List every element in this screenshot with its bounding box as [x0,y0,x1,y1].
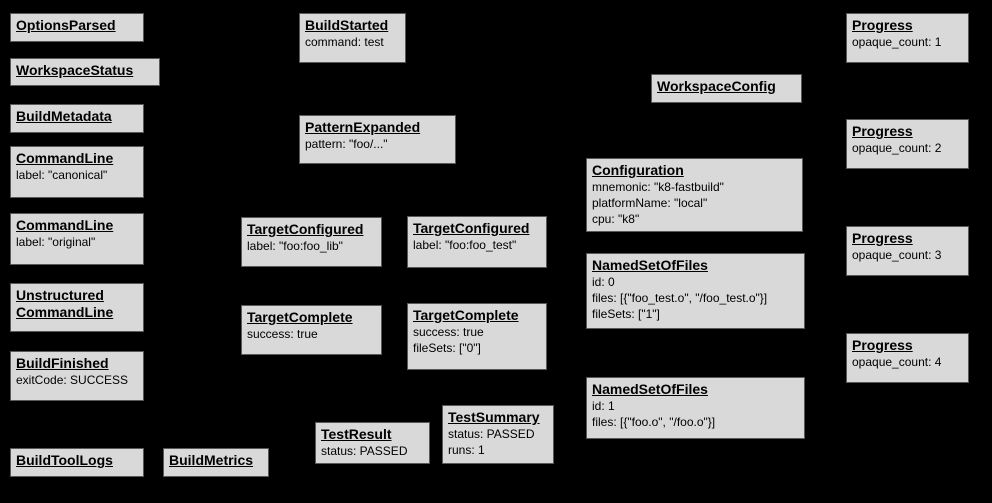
event-title: NamedSetOfFiles [592,257,708,273]
event-field: fileSets: ["0"] [413,341,481,355]
event-box-progress-2: Progress opaque_count: 2 [846,119,969,169]
event-box-target-configured-foo-lib: TargetConfigured label: "foo:foo_lib" [241,217,382,267]
event-title: CommandLine [16,217,114,233]
event-box-command-line-original: CommandLine label: "original" [10,213,144,265]
event-field: opaque_count: 4 [852,355,942,369]
event-title: TargetConfigured [247,221,364,237]
event-title: BuildStarted [305,17,389,33]
event-title: Unstructured CommandLine [16,287,114,320]
event-box-build-finished: BuildFinished exitCode: SUCCESS [10,351,144,401]
event-field: files: [{"foo_test.o", "/foo_test.o"}] [592,291,768,305]
event-box-build-metadata: BuildMetadata [10,104,144,133]
event-box-progress-4: Progress opaque_count: 4 [846,333,969,383]
event-field: status: PASSED [448,427,535,441]
event-title: WorkspaceConfig [657,78,776,94]
event-title: BuildMetadata [16,108,112,124]
event-field: command: test [305,35,384,49]
event-title: TestSummary [448,409,540,425]
event-field: mnemonic: "k8-fastbuild" [592,180,724,194]
event-box-workspace-status: WorkspaceStatus [10,58,160,86]
event-box-command-line-canonical: CommandLine label: "canonical" [10,146,144,198]
event-title: Progress [852,123,913,139]
event-box-progress-1: Progress opaque_count: 1 [846,13,969,63]
event-field: opaque_count: 1 [852,35,942,49]
event-field: label: "original" [16,235,96,249]
event-field: status: PASSED [321,444,408,458]
event-title: Progress [852,230,913,246]
event-box-options-parsed: OptionsParsed [10,13,144,42]
event-field: pattern: "foo/..." [305,137,388,151]
event-box-pattern-expanded: PatternExpanded pattern: "foo/..." [299,115,456,164]
event-field: id: 1 [592,399,615,413]
event-title: BuildToolLogs [16,452,113,468]
event-field: id: 0 [592,275,615,289]
event-field: opaque_count: 3 [852,248,942,262]
event-title: WorkspaceStatus [16,62,134,78]
event-box-build-started: BuildStarted command: test [299,13,406,63]
event-title: TestResult [321,426,392,442]
event-field: files: [{"foo.o", "/foo.o"}] [592,415,716,429]
event-field: cpu: "k8" [592,212,640,226]
event-box-named-set-of-files-1: NamedSetOfFiles id: 1 files: [{"foo.o", … [586,377,805,439]
event-box-target-complete-foo-test: TargetComplete success: true fileSets: [… [407,303,547,370]
event-title: OptionsParsed [16,17,116,33]
event-field: success: true [413,325,484,339]
event-box-progress-3: Progress opaque_count: 3 [846,226,969,276]
event-field: label: "foo:foo_lib" [247,239,343,253]
event-title: TargetConfigured [413,220,530,236]
event-title: BuildFinished [16,355,109,371]
event-title: TargetComplete [247,309,353,325]
event-box-build-tool-logs: BuildToolLogs [10,448,144,477]
event-box-target-configured-foo-test: TargetConfigured label: "foo:foo_test" [407,216,547,268]
event-title: Configuration [592,162,684,178]
event-box-named-set-of-files-0: NamedSetOfFiles id: 0 files: [{"foo_test… [586,253,805,329]
event-field: runs: 1 [448,443,485,457]
event-title: Progress [852,337,913,353]
event-field: platformName: "local" [592,196,708,210]
event-title: TargetComplete [413,307,519,323]
event-box-configuration: Configuration mnemonic: "k8-fastbuild" p… [586,158,803,232]
event-field: label: "foo:foo_test" [413,238,517,252]
event-field: label: "canonical" [16,168,108,182]
event-box-test-result: TestResult status: PASSED [315,422,430,464]
event-field: fileSets: ["1"] [592,307,660,321]
event-title: BuildMetrics [169,452,254,468]
event-title: NamedSetOfFiles [592,381,708,397]
event-field: opaque_count: 2 [852,141,942,155]
event-box-test-summary: TestSummary status: PASSED runs: 1 [442,405,554,464]
event-title: Progress [852,17,913,33]
event-title: CommandLine [16,150,114,166]
event-field: exitCode: SUCCESS [16,373,129,387]
event-field: success: true [247,327,318,341]
event-box-build-metrics: BuildMetrics [163,448,269,477]
event-box-workspace-config: WorkspaceConfig [651,74,802,103]
event-box-unstructured-command-line: Unstructured CommandLine [10,283,144,332]
event-title: PatternExpanded [305,119,421,135]
event-box-target-complete-foo-lib: TargetComplete success: true [241,305,382,355]
